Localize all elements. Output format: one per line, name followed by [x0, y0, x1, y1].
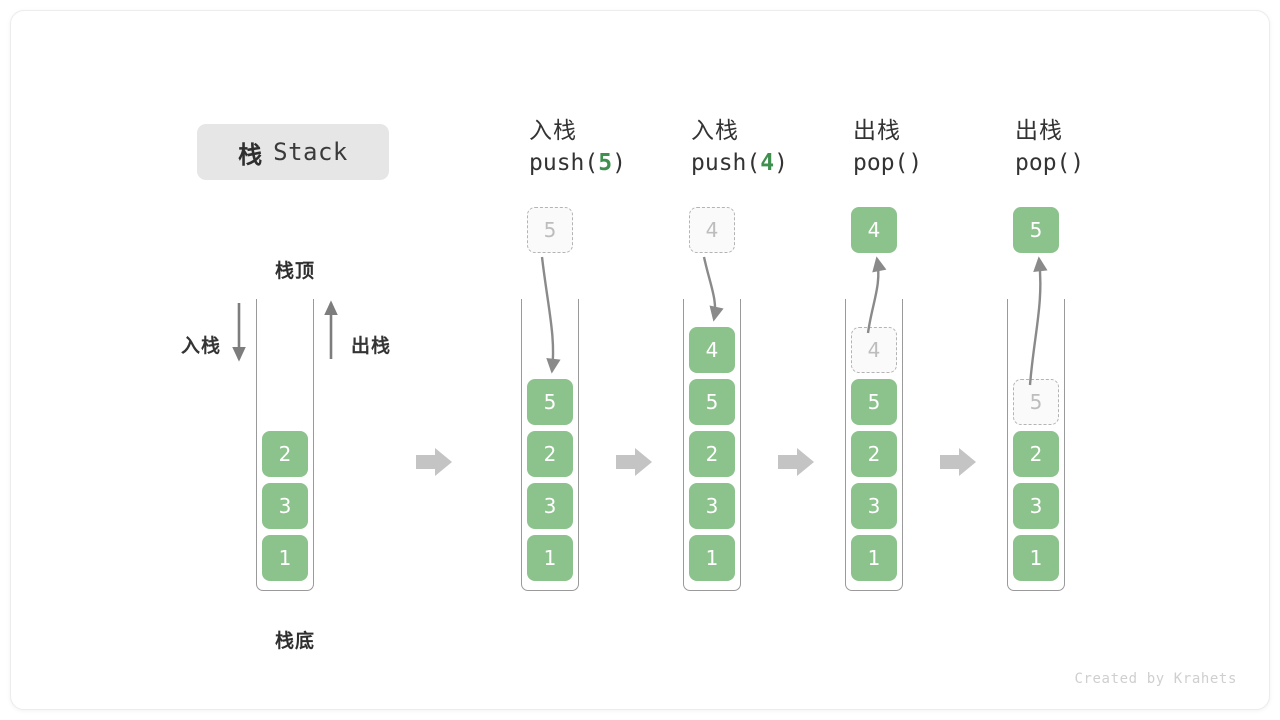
step-operation-code: pop() — [853, 150, 923, 176]
stack-bottom-label: 栈底 — [274, 630, 315, 652]
stack-top-label: 栈顶 — [274, 260, 315, 282]
step-operation-code: pop() — [1015, 150, 1085, 176]
stack-cell: 1 — [262, 535, 308, 581]
step-operation-cn: 出栈 — [1015, 118, 1063, 144]
step-operation-label: 出栈 pop() — [1015, 116, 1185, 180]
stack-cell: 5 — [851, 379, 897, 425]
diagram-title-badge: 栈 Stack — [197, 124, 389, 180]
step-operation-label: 入栈 push(4) — [691, 116, 861, 180]
stack-cell: 1 — [689, 535, 735, 581]
step-separator-arrow-icon — [416, 448, 452, 476]
stack-cell: 3 — [527, 483, 573, 529]
watermark: Created by Krahets — [1074, 671, 1237, 687]
step-operation-value: 4 — [760, 150, 775, 176]
detached-cell: 4 — [689, 207, 735, 253]
stack-container-initial — [256, 299, 314, 591]
step-operation-cn: 出栈 — [853, 118, 901, 144]
stack-cell: 3 — [689, 483, 735, 529]
detached-cell: 5 — [1013, 207, 1059, 253]
title-en: Stack — [273, 138, 348, 166]
stack-cell: 5 — [1013, 379, 1059, 425]
stack-cell: 4 — [689, 327, 735, 373]
stack-container — [1007, 299, 1065, 591]
stack-container — [683, 299, 741, 591]
stack-cell: 3 — [262, 483, 308, 529]
stack-cell: 3 — [851, 483, 897, 529]
stack-cell: 2 — [689, 431, 735, 477]
stack-container — [521, 299, 579, 591]
detached-cell: 4 — [851, 207, 897, 253]
stack-cell: 5 — [527, 379, 573, 425]
step-separator-arrow-icon — [778, 448, 814, 476]
stack-cell: 5 — [689, 379, 735, 425]
stack-cell: 3 — [1013, 483, 1059, 529]
push-side-label: 入栈 — [181, 335, 222, 357]
step-separator-arrow-icon — [616, 448, 652, 476]
step-operation-value: 5 — [598, 150, 613, 176]
stack-cell: 4 — [851, 327, 897, 373]
stack-cell: 2 — [1013, 431, 1059, 477]
stack-cell: 2 — [851, 431, 897, 477]
step-operation-label: 出栈 pop() — [853, 116, 1023, 180]
step-operation-code: push(4) — [691, 150, 788, 176]
step-operation-code: push(5) — [529, 150, 626, 176]
pop-side-label: 出栈 — [351, 335, 392, 357]
stack-cell: 1 — [851, 535, 897, 581]
step-separator-arrow-icon — [940, 448, 976, 476]
step-operation-cn: 入栈 — [529, 118, 577, 144]
step-operation-label: 入栈 push(5) — [529, 116, 699, 180]
stack-cell: 1 — [1013, 535, 1059, 581]
title-cn: 栈 — [238, 140, 264, 169]
detached-cell: 5 — [527, 207, 573, 253]
stack-container — [845, 299, 903, 591]
stack-cell: 2 — [527, 431, 573, 477]
step-operation-cn: 入栈 — [691, 118, 739, 144]
stack-cell: 2 — [262, 431, 308, 477]
stack-cell: 1 — [527, 535, 573, 581]
